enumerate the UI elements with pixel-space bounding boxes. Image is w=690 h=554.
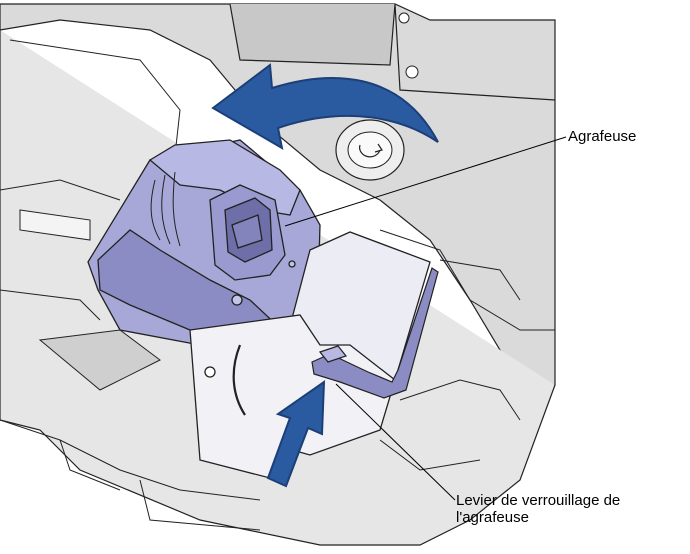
stapler-callout-label: Agrafeuse — [568, 128, 637, 145]
curved-arrow-icon — [211, 63, 439, 150]
locking-lever-callout-line2: l'agrafeuse — [456, 509, 529, 526]
locking-lever-callout-line1: Levier de verrouillage de — [456, 492, 621, 509]
lever-leader-line — [335, 383, 456, 501]
printer-frame-lines — [0, 39, 555, 531]
locking-lever-callout-label: Levier de verrouillage de l'agrafeuse — [456, 492, 620, 526]
callout-leader-lines — [284, 136, 567, 501]
straight-arrow-icon — [266, 380, 326, 488]
stapler — [87, 139, 321, 356]
stapler-locking-lever — [311, 267, 439, 399]
screw-icon — [398, 12, 419, 79]
knob-icon — [335, 119, 405, 181]
stapler-leader-line — [284, 136, 567, 227]
